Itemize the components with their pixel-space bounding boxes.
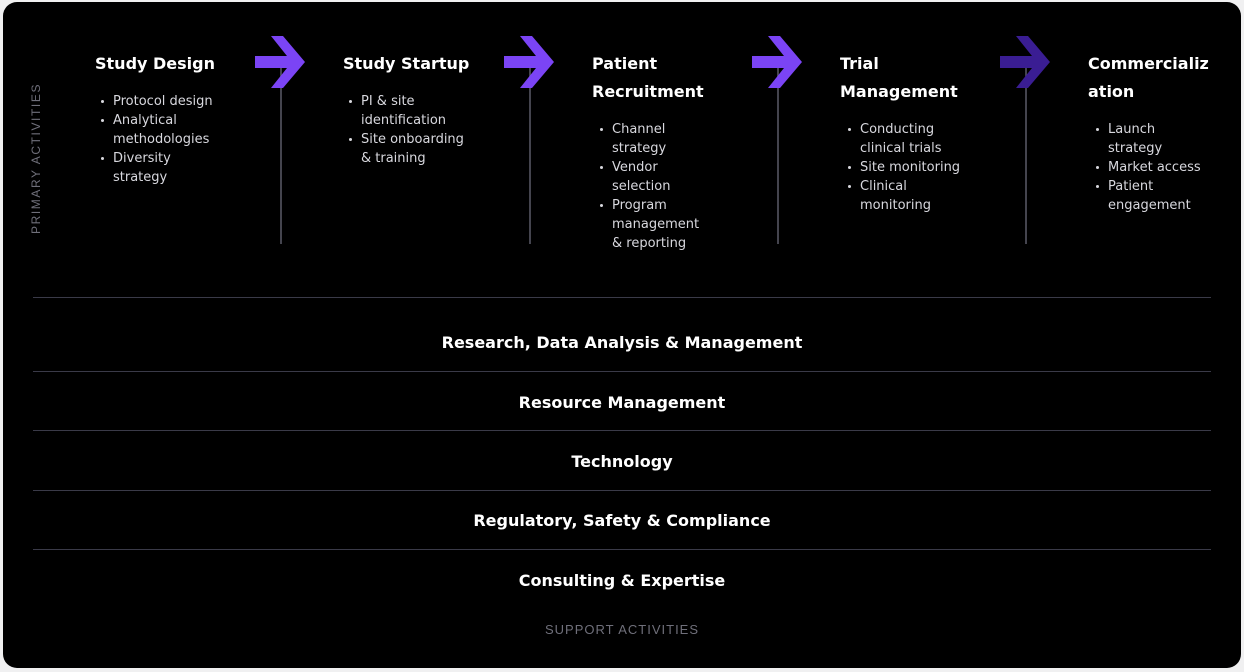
divider	[33, 297, 1211, 298]
stage-items: PI & site identification Site onboarding…	[343, 92, 483, 168]
stage-title: Commercialization	[1088, 54, 1209, 101]
arrow-right-icon	[752, 36, 802, 88]
stage-trial-management: Trial Management Conducting clinical tri…	[840, 50, 970, 215]
list-item: Vendor selection	[600, 158, 682, 196]
divider	[33, 430, 1211, 431]
primary-activities-label: PRIMARY ACTIVITIES	[29, 82, 43, 234]
list-item: Conducting clinical trials	[848, 120, 950, 158]
list-item: Program management & reporting	[600, 196, 712, 253]
arrow-right-icon	[1000, 36, 1050, 88]
divider	[33, 549, 1211, 550]
stage-study-design: Study Design Protocol design Analytical …	[95, 50, 245, 187]
value-chain-panel: PRIMARY ACTIVITIES Study Design Protocol…	[3, 2, 1241, 668]
stage-title: Study Startup	[343, 54, 470, 73]
divider	[33, 490, 1211, 491]
list-item: Market access	[1096, 158, 1216, 177]
stage-patient-recruitment: Patient Recruitment Channel strategy Ven…	[592, 50, 712, 253]
list-item: Clinical monitoring	[848, 179, 931, 213]
stage-items: Conducting clinical trials Site monitori…	[840, 120, 970, 215]
list-item: PI & site identification	[349, 92, 461, 130]
stage-study-startup: Study Startup PI & site identification S…	[343, 50, 483, 168]
stage-commercialization: Commercialization Launch strategy Market…	[1088, 50, 1216, 215]
arrow-connector-2	[504, 36, 554, 244]
stage-items: Launch strategy Market access Patient en…	[1088, 120, 1216, 215]
stage-title: Study Design	[95, 54, 215, 73]
list-item: Diversity strategy	[101, 149, 203, 187]
stage-items: Channel strategy Vendor selection Progra…	[592, 120, 712, 253]
stage-title: Trial Management	[840, 54, 958, 101]
list-item: Site monitoring	[848, 158, 970, 177]
list-item: Analytical methodologies	[101, 111, 223, 149]
list-item: Protocol design	[101, 92, 245, 111]
support-row-regulatory: Regulatory, Safety & Compliance	[473, 511, 771, 530]
list-item: Patient engagement	[1096, 177, 1194, 215]
list-item: Channel strategy	[600, 120, 682, 158]
arrow-connector-1	[255, 36, 305, 244]
support-activities-label: SUPPORT ACTIVITIES	[544, 622, 700, 637]
arrow-connector-3	[752, 36, 802, 244]
support-row-research: Research, Data Analysis & Management	[441, 333, 803, 352]
arrow-right-icon	[255, 36, 305, 88]
stage-title: Patient Recruitment	[592, 54, 704, 101]
support-row-consulting: Consulting & Expertise	[518, 571, 726, 590]
stage-items: Protocol design Analytical methodologies…	[95, 92, 245, 187]
list-item: Launch strategy	[1096, 120, 1174, 158]
divider	[33, 371, 1211, 372]
list-item: Site onboarding & training	[349, 130, 473, 168]
arrow-right-icon	[504, 36, 554, 88]
support-row-resource: Resource Management	[518, 393, 726, 412]
arrow-connector-4	[1000, 36, 1050, 244]
support-row-technology: Technology	[571, 452, 673, 471]
